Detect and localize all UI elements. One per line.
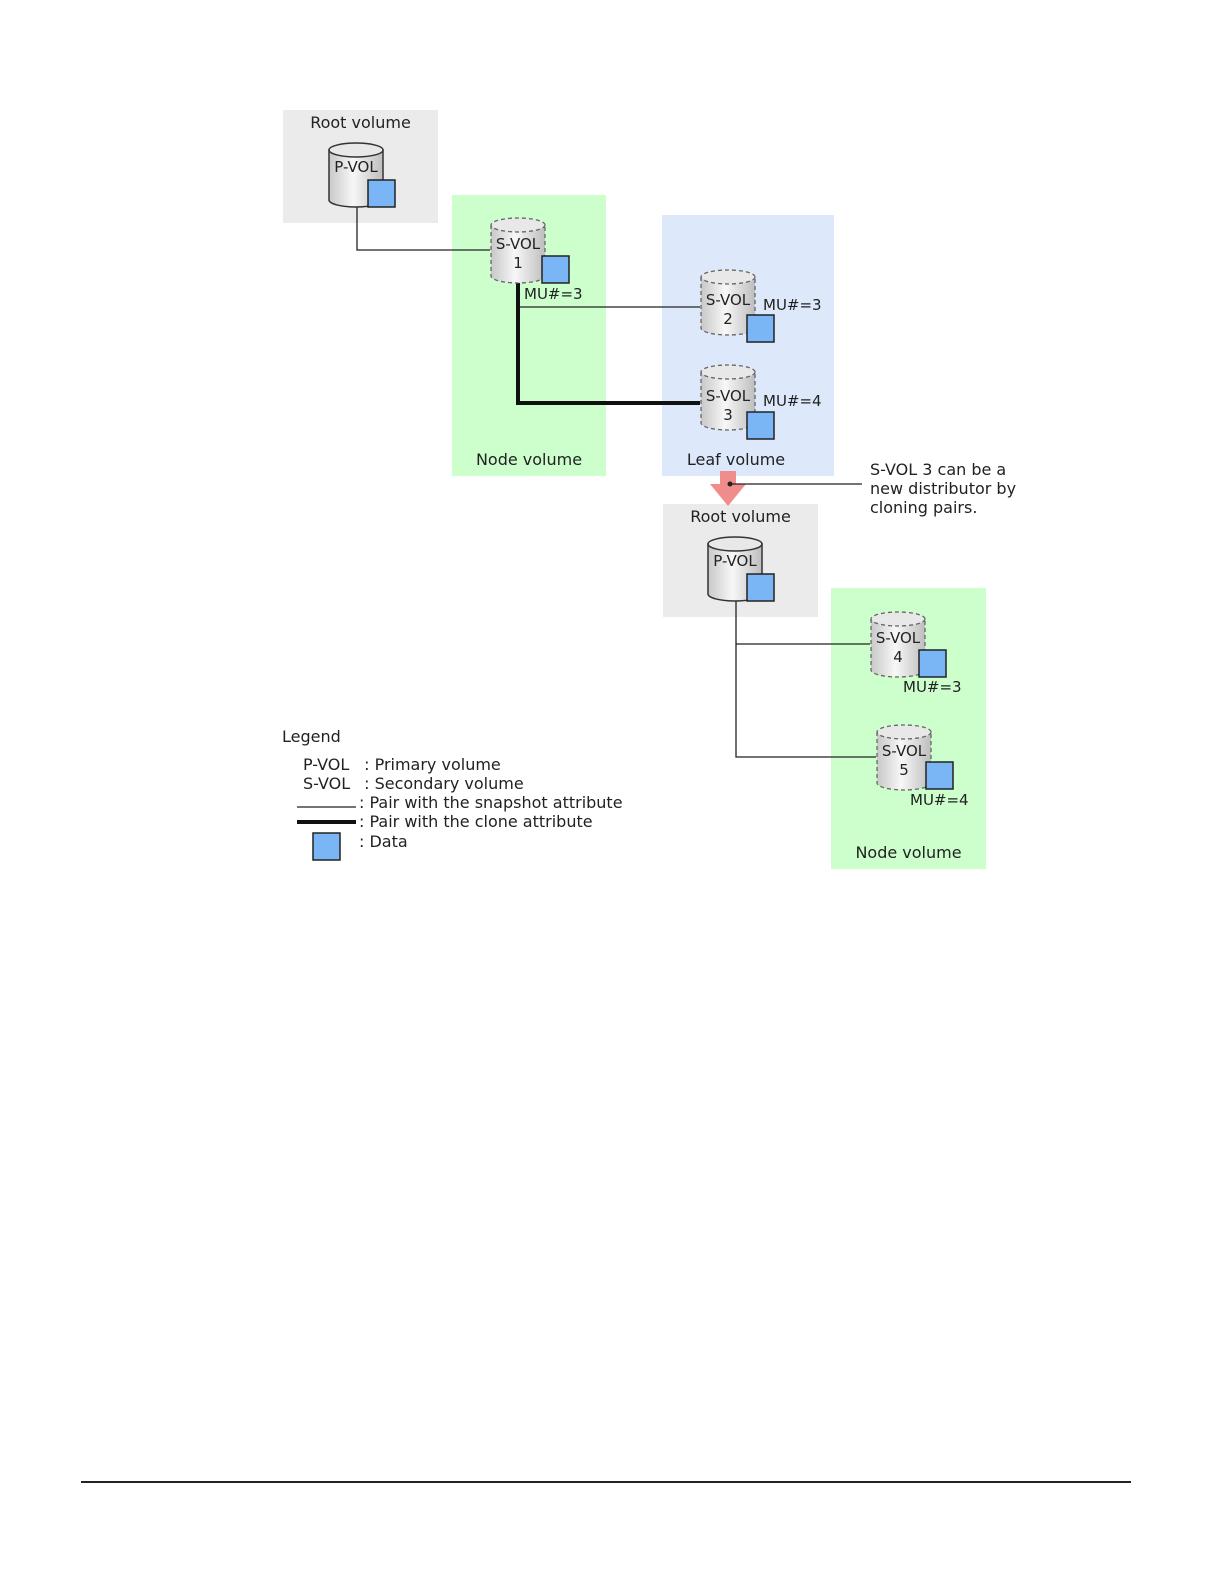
down-arrow-icon <box>710 471 746 506</box>
volume-name: S-VOL <box>881 742 927 760</box>
snapshot-pair-lines <box>356 207 876 758</box>
square-icon <box>746 411 775 440</box>
volume-name: S-VOL <box>705 291 751 309</box>
callout-line: S-VOL 3 can be a <box>870 460 1007 479</box>
volume-name: S-VOL <box>495 235 541 253</box>
volume-name: P-VOL <box>713 552 757 570</box>
callout-pointer-dot <box>727 481 733 487</box>
root-volume-label: Root volume <box>310 113 411 132</box>
callout-note: S-VOL 3 can be a new distributor by clon… <box>870 460 1016 517</box>
square-icon <box>367 179 396 208</box>
pair-line-pvol2-svol5 <box>735 644 876 758</box>
square-icon <box>312 832 341 861</box>
square-icon <box>918 649 947 678</box>
node-volume-label: Node volume <box>475 450 583 469</box>
legend-row-pvol: P-VOL : Primary volume <box>303 755 501 774</box>
legend-title: Legend <box>282 727 341 746</box>
svol2-label: S-VOL 2 <box>701 291 755 329</box>
legend-description: : Secondary volume <box>364 774 524 793</box>
node-volume-label: Node volume <box>855 843 962 862</box>
volume-name: S-VOL <box>705 387 751 405</box>
volume-number: 5 <box>899 761 909 779</box>
svol3-mu-label: MU#=4 <box>763 392 822 410</box>
legend-row-data: : Data <box>359 832 408 851</box>
pvol1-label: P-VOL <box>329 158 383 177</box>
legend-term: P-VOL <box>303 755 350 774</box>
volume-name: S-VOL <box>875 629 921 647</box>
legend-row-svol: S-VOL : Secondary volume <box>303 774 524 793</box>
svol3-label: S-VOL 3 <box>701 387 755 425</box>
svol1-mu-label: MU#=3 <box>524 285 583 303</box>
square-icon <box>746 573 775 602</box>
root-volume-label: Root volume <box>690 507 791 526</box>
legend-row-snapshot: : Pair with the snapshot attribute <box>359 793 623 812</box>
leaf-volume-label: Leaf volume <box>686 450 786 469</box>
svol4-mu-label: MU#=3 <box>903 678 962 696</box>
volume-number: 4 <box>893 648 903 666</box>
square-icon <box>541 255 570 284</box>
pair-line-pvol1-svol1 <box>356 207 490 251</box>
volume-number: 3 <box>723 406 733 424</box>
square-icon <box>925 761 954 790</box>
svol1-label: S-VOL 1 <box>491 235 545 273</box>
legend-term: S-VOL <box>303 774 351 793</box>
pvol2-label: P-VOL <box>708 552 762 571</box>
volume-name: P-VOL <box>334 158 378 176</box>
volume-number: 1 <box>513 254 523 272</box>
legend-description: : Primary volume <box>364 755 501 774</box>
pair-line-pvol2-svol4 <box>735 600 870 645</box>
callout-line: cloning pairs. <box>870 498 978 517</box>
clone-pair-line-svol1-svol3 <box>516 283 700 405</box>
svol4-label: S-VOL 4 <box>871 629 925 667</box>
legend-row-clone: : Pair with the clone attribute <box>359 812 593 831</box>
callout-line: new distributor by <box>870 479 1017 498</box>
footer-divider <box>81 1481 1131 1483</box>
square-icon <box>746 314 775 343</box>
volume-number: 2 <box>723 310 733 328</box>
svol2-mu-label: MU#=3 <box>763 296 822 314</box>
svol5-mu-label: MU#=4 <box>910 791 969 809</box>
svol5-label: S-VOL 5 <box>877 742 931 780</box>
